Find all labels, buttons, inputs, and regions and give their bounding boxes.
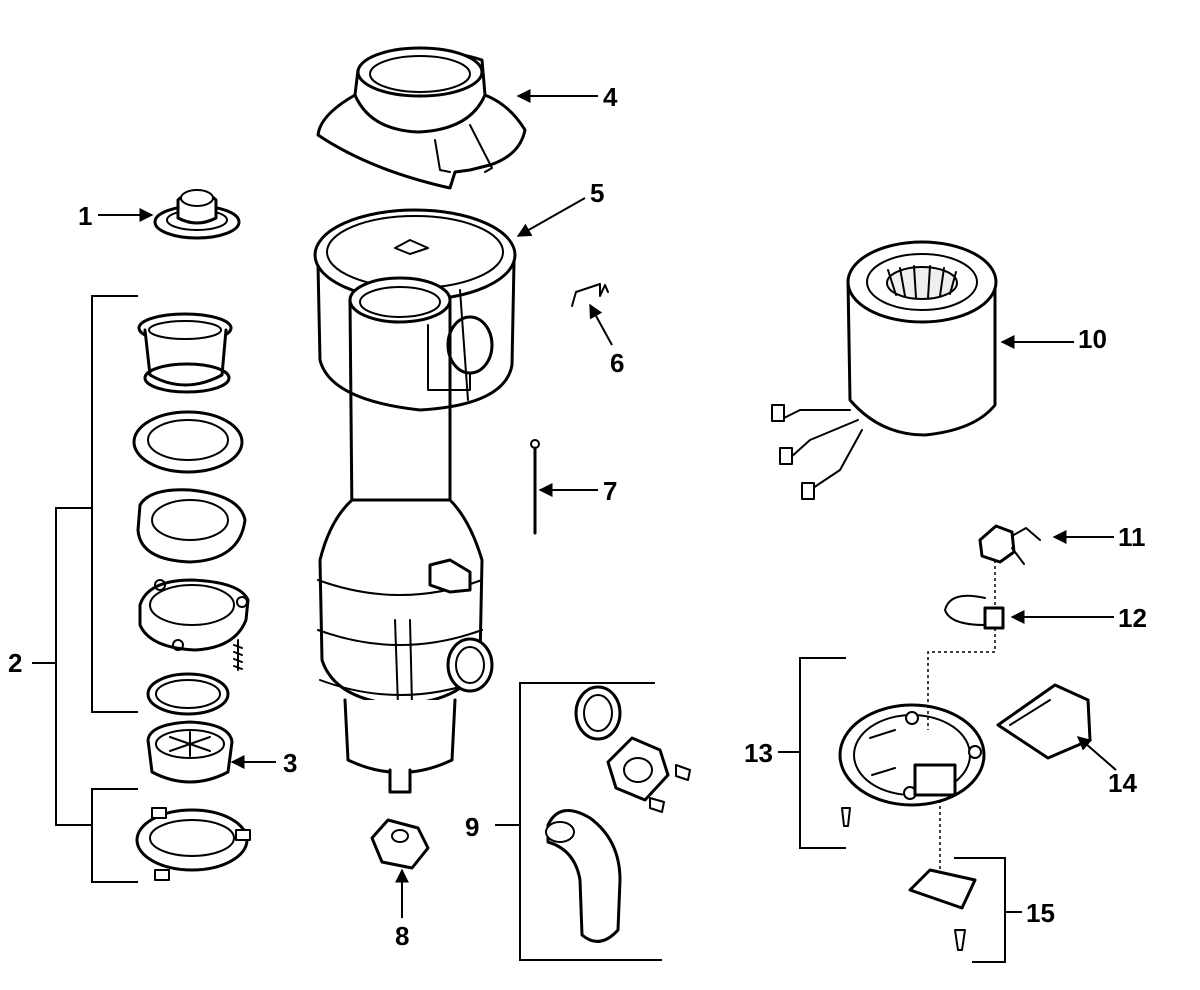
callout-labels: 1 2 3 4 5 6 7 8 9 10 11 12 13 14 15 (8, 82, 1147, 951)
part-5-shell (313, 208, 517, 412)
callout-6: 6 (610, 348, 624, 378)
bracket-part-15 (954, 857, 1022, 963)
part-4-top-cover (316, 46, 527, 190)
callout-15: 15 (1026, 898, 1055, 928)
bracket-part-2 (32, 295, 138, 883)
part-1-stopper (153, 189, 241, 240)
bracket-part-9 (495, 682, 662, 961)
grinder-body (317, 276, 494, 794)
part-2-lower-mount (135, 807, 251, 881)
connection-lines (927, 560, 996, 870)
callout-12: 12 (1118, 603, 1147, 633)
callout-14: 14 (1108, 768, 1137, 798)
part-8-fitting (370, 818, 430, 870)
part-2-mounting-ring (138, 578, 250, 671)
part-10-stator (771, 240, 998, 500)
callout-5: 5 (590, 178, 604, 208)
callout-10: 10 (1078, 324, 1107, 354)
callout-9: 9 (465, 812, 479, 842)
callout-4: 4 (603, 82, 618, 112)
part-2-snap-ring (146, 672, 230, 716)
part-9-discharge-tube (545, 809, 622, 943)
part-3-splash-guard (146, 720, 234, 784)
leader-lines (98, 89, 1117, 918)
part-15-label-plate (908, 868, 977, 951)
part-14-cover-plate (996, 683, 1092, 760)
part-6-clip (571, 283, 609, 307)
callout-11: 11 (1118, 522, 1146, 552)
part-9-gasket (574, 685, 622, 741)
part-9-flange (606, 736, 691, 813)
part-2-gasket (132, 410, 244, 474)
callout-1: 1 (78, 201, 92, 231)
callout-8: 8 (395, 921, 409, 951)
part-7-bolt (530, 439, 540, 535)
part-13-bottom-plate (838, 703, 986, 827)
callout-13: 13 (744, 738, 773, 768)
bracket-part-13 (778, 657, 846, 849)
callout-2: 2 (8, 648, 22, 678)
part-12-terminal (944, 594, 1005, 630)
part-2-sink-flange (137, 312, 233, 394)
part-11-switch (978, 524, 1041, 565)
part-2-backup-ring (136, 488, 247, 564)
callout-3: 3 (283, 748, 297, 778)
callout-7: 7 (603, 476, 617, 506)
